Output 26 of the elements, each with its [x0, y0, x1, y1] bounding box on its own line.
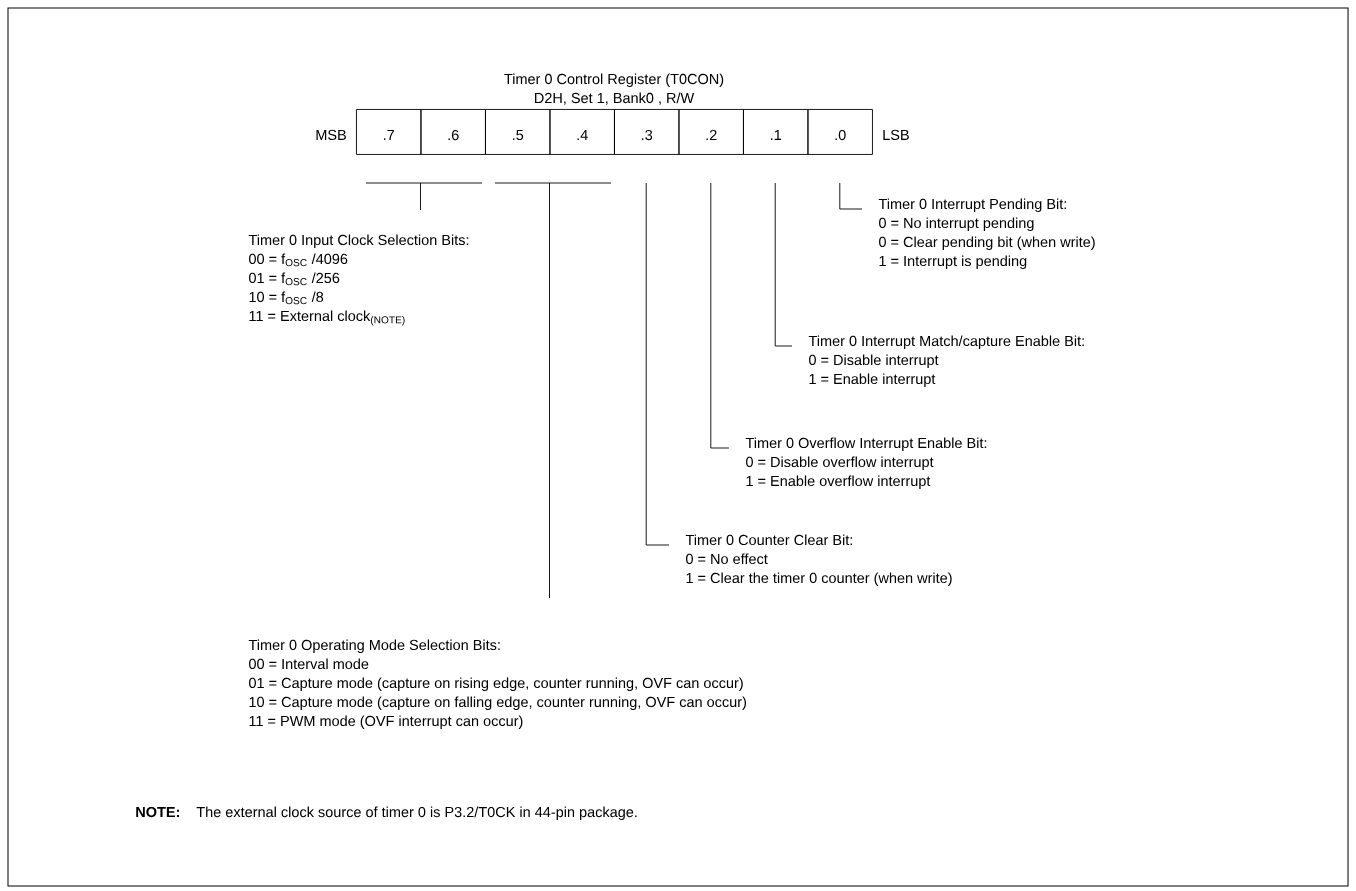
bit-description: Timer 0 Input Clock Selection Bits: 00 = f$_{OSC}$ /4096 01 = f$_{OSC}$ /256 10 = f$_{OSC}$ /8 11 = External clock$_{(NOTE)}$: [248, 234, 469, 326]
bit-cell: .2: [678, 109, 744, 155]
bit-cell: .4: [549, 109, 615, 155]
leader-line: [774, 182, 793, 347]
note-text: The external clock source of timer 0 is P3.2/T0CK in 44-pin package.: [196, 806, 637, 820]
leader-line: [645, 182, 670, 546]
bit-description: Timer 0 Interrupt Pending Bit: 0 = No interrupt pending 0 = Clear pending bit (when write) 1 = Interrupt is pending: [878, 198, 1095, 269]
bit-cell: .0: [807, 109, 873, 155]
leader-line: [710, 182, 730, 449]
bracket-leader-line: [494, 182, 612, 599]
leader-line: [839, 182, 863, 210]
note-label: NOTE:: [136, 806, 179, 818]
bit-cell: .6: [420, 109, 486, 155]
bit-cell: .1: [743, 109, 809, 155]
lsb-label: LSB: [883, 129, 909, 141]
msb-label: MSB: [316, 129, 346, 141]
bit-description: Timer 0 Counter Clear Bit: 0 = No effect 1 = Clear the timer 0 counter (when write): [685, 534, 952, 586]
register-title: Timer 0 Control Register (T0CON): [504, 73, 724, 87]
bit-description: Timer 0 Overflow Interrupt Enable Bit: 0 = Disable overflow interrupt 1 = Enable overflow interrupt: [745, 437, 987, 489]
bracket-leader-line: [365, 182, 483, 211]
bit-cell: .5: [485, 109, 551, 155]
bit-cell: .3: [614, 109, 680, 155]
register-address: D2H, Set 1, Bank0 , R/W: [535, 92, 695, 105]
bit-description: Timer 0 Interrupt Match/capture Enable Bit: 0 = Disable interrupt 1 = Enable interrupt: [808, 335, 1084, 387]
bit-cell: .7: [356, 109, 422, 155]
bit-description: Timer 0 Operating Mode Selection Bits: 00 = Interval mode 01 = Capture mode (capture on rising edge, counter running, OVF can occur) 10 = Capture mode (capture on falling edge, counter running, OVF can occur) 11 = PWM mode (OVF interrupt can occur): [248, 639, 746, 729]
